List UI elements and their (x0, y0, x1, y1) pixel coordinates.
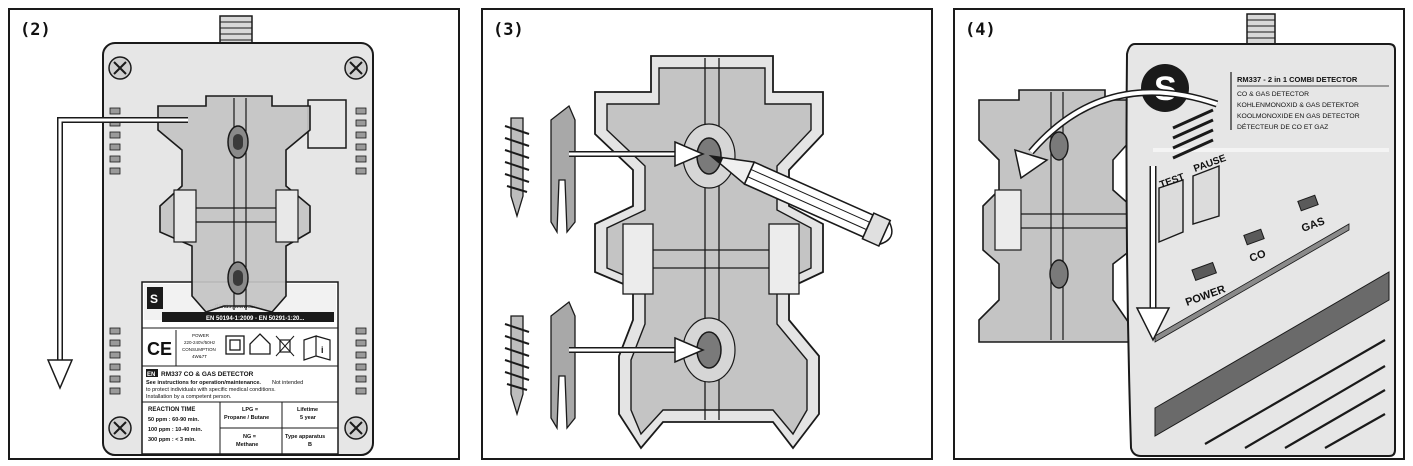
label-standards: EN 50194-1:2009 - EN 50291-1:20... (206, 316, 305, 322)
label-instructions-rest: Not intended (272, 380, 303, 386)
brand-logo-letter: S (150, 292, 158, 306)
label-website: ...rlands, www.sm... (210, 304, 262, 310)
wall-plug-icon (550, 104, 576, 235)
label-instructions-bold: See instructions for operation/maintenan… (146, 380, 261, 386)
reaction-row: 300 ppm : < 3 min. (148, 437, 196, 443)
brand-logo-icon: S (1141, 64, 1189, 112)
step-label: (2) (20, 20, 51, 40)
label-model-line: RM337 CO & GAS DETECTOR (161, 371, 254, 378)
cable-icon (219, 15, 253, 47)
test-button[interactable]: TEST (1158, 172, 1186, 244)
step-3-illustration (504, 55, 893, 450)
co-label: CO (1248, 248, 1268, 265)
mounting-slot (696, 137, 722, 175)
insert-arrow-icon (569, 336, 705, 364)
ng-line2: Methane (236, 442, 258, 448)
svg-text:i: i (321, 345, 324, 355)
screw-icon (108, 56, 368, 440)
curved-arrow-icon (1013, 88, 1219, 180)
label-power-value: 220-240V/50Hz (184, 340, 216, 345)
reaction-time-title: REACTION TIME (148, 407, 195, 413)
mounting-bracket (157, 95, 311, 313)
front-desc-line: DÉTECTEUR DE CO ET GAZ (1237, 122, 1328, 131)
lpg-line1: LPG = (242, 407, 258, 413)
brand-logo-icon (147, 287, 163, 309)
panel-step-3: (3) (481, 8, 933, 460)
panel-step-4: (4) S (953, 8, 1405, 460)
double-insulation-icon (225, 335, 245, 355)
label-instructions-line2: to protect individuals with specific med… (146, 387, 276, 393)
reaction-row: 100 ppm : 10-40 min. (148, 427, 203, 433)
language-badge: EN (147, 372, 155, 378)
wall-screw-icon (504, 117, 530, 219)
type-line1: Type apparatus (285, 434, 325, 440)
front-desc-line: KOHLENMONOXID & GAS DETEKTOR (1237, 102, 1359, 109)
slide-down-arrow-icon (46, 117, 188, 390)
read-manual-icon: i (303, 335, 331, 361)
slide-down-arrow-icon (1135, 166, 1171, 342)
label-consumption-title: CONSUMPTION (182, 347, 216, 352)
lpg-line2: Propane / Butane (224, 415, 269, 421)
front-desc-line: CO & GAS DETECTOR (1237, 91, 1309, 98)
ng-line1: NG = (243, 434, 256, 440)
label-consumption-value: 4W&7T (192, 354, 207, 359)
mounting-slot (1049, 259, 1069, 289)
sounder-grille (1172, 108, 1214, 160)
weee-bin-icon (275, 335, 295, 357)
step-2-illustration: S ...rlands, www.sm... EN 50194-1:2009 -… (46, 15, 374, 456)
lifetime-line2: 5 year (300, 415, 317, 421)
front-desc-line: KOOLMONOXIDE EN GAS DETECTOR (1237, 113, 1360, 120)
detector-front: S RM337 - 2 in 1 COMBI DETECTOR CO & GAS… (1125, 43, 1396, 457)
indoor-use-icon (249, 333, 271, 355)
mounting-slot (1049, 131, 1069, 161)
panel-step-2: (2) (8, 8, 460, 460)
rating-label: S ...rlands, www.sm... EN 50194-1:2009 -… (141, 281, 339, 455)
pencil-icon (708, 154, 893, 248)
brand-logo-letter: S (1154, 70, 1177, 108)
type-line2: B (308, 442, 312, 448)
step-4-illustration: S RM337 - 2 in 1 COMBI DETECTOR CO & GAS… (978, 13, 1396, 457)
co-led (1243, 228, 1265, 246)
mounting-bracket (594, 55, 824, 450)
label-instructions-line3: Installation by a competent person. (146, 394, 232, 400)
ce-mark-icon: CE (147, 339, 172, 359)
label-power-title: POWER (192, 333, 210, 338)
step-label: (4) (965, 20, 996, 40)
wall-screw-icon (504, 315, 530, 417)
power-led (1191, 261, 1218, 282)
cable-icon (1246, 13, 1276, 47)
lifetime-line1: Lifetime (297, 407, 318, 413)
step-label: (3) (493, 20, 524, 40)
front-title: RM337 - 2 in 1 COMBI DETECTOR (1237, 75, 1358, 84)
wall-plug-icon (550, 300, 576, 431)
insert-arrow-icon (569, 140, 705, 168)
reaction-row: 50 ppm : 60-90 min. (148, 417, 200, 423)
gas-led (1297, 194, 1319, 212)
